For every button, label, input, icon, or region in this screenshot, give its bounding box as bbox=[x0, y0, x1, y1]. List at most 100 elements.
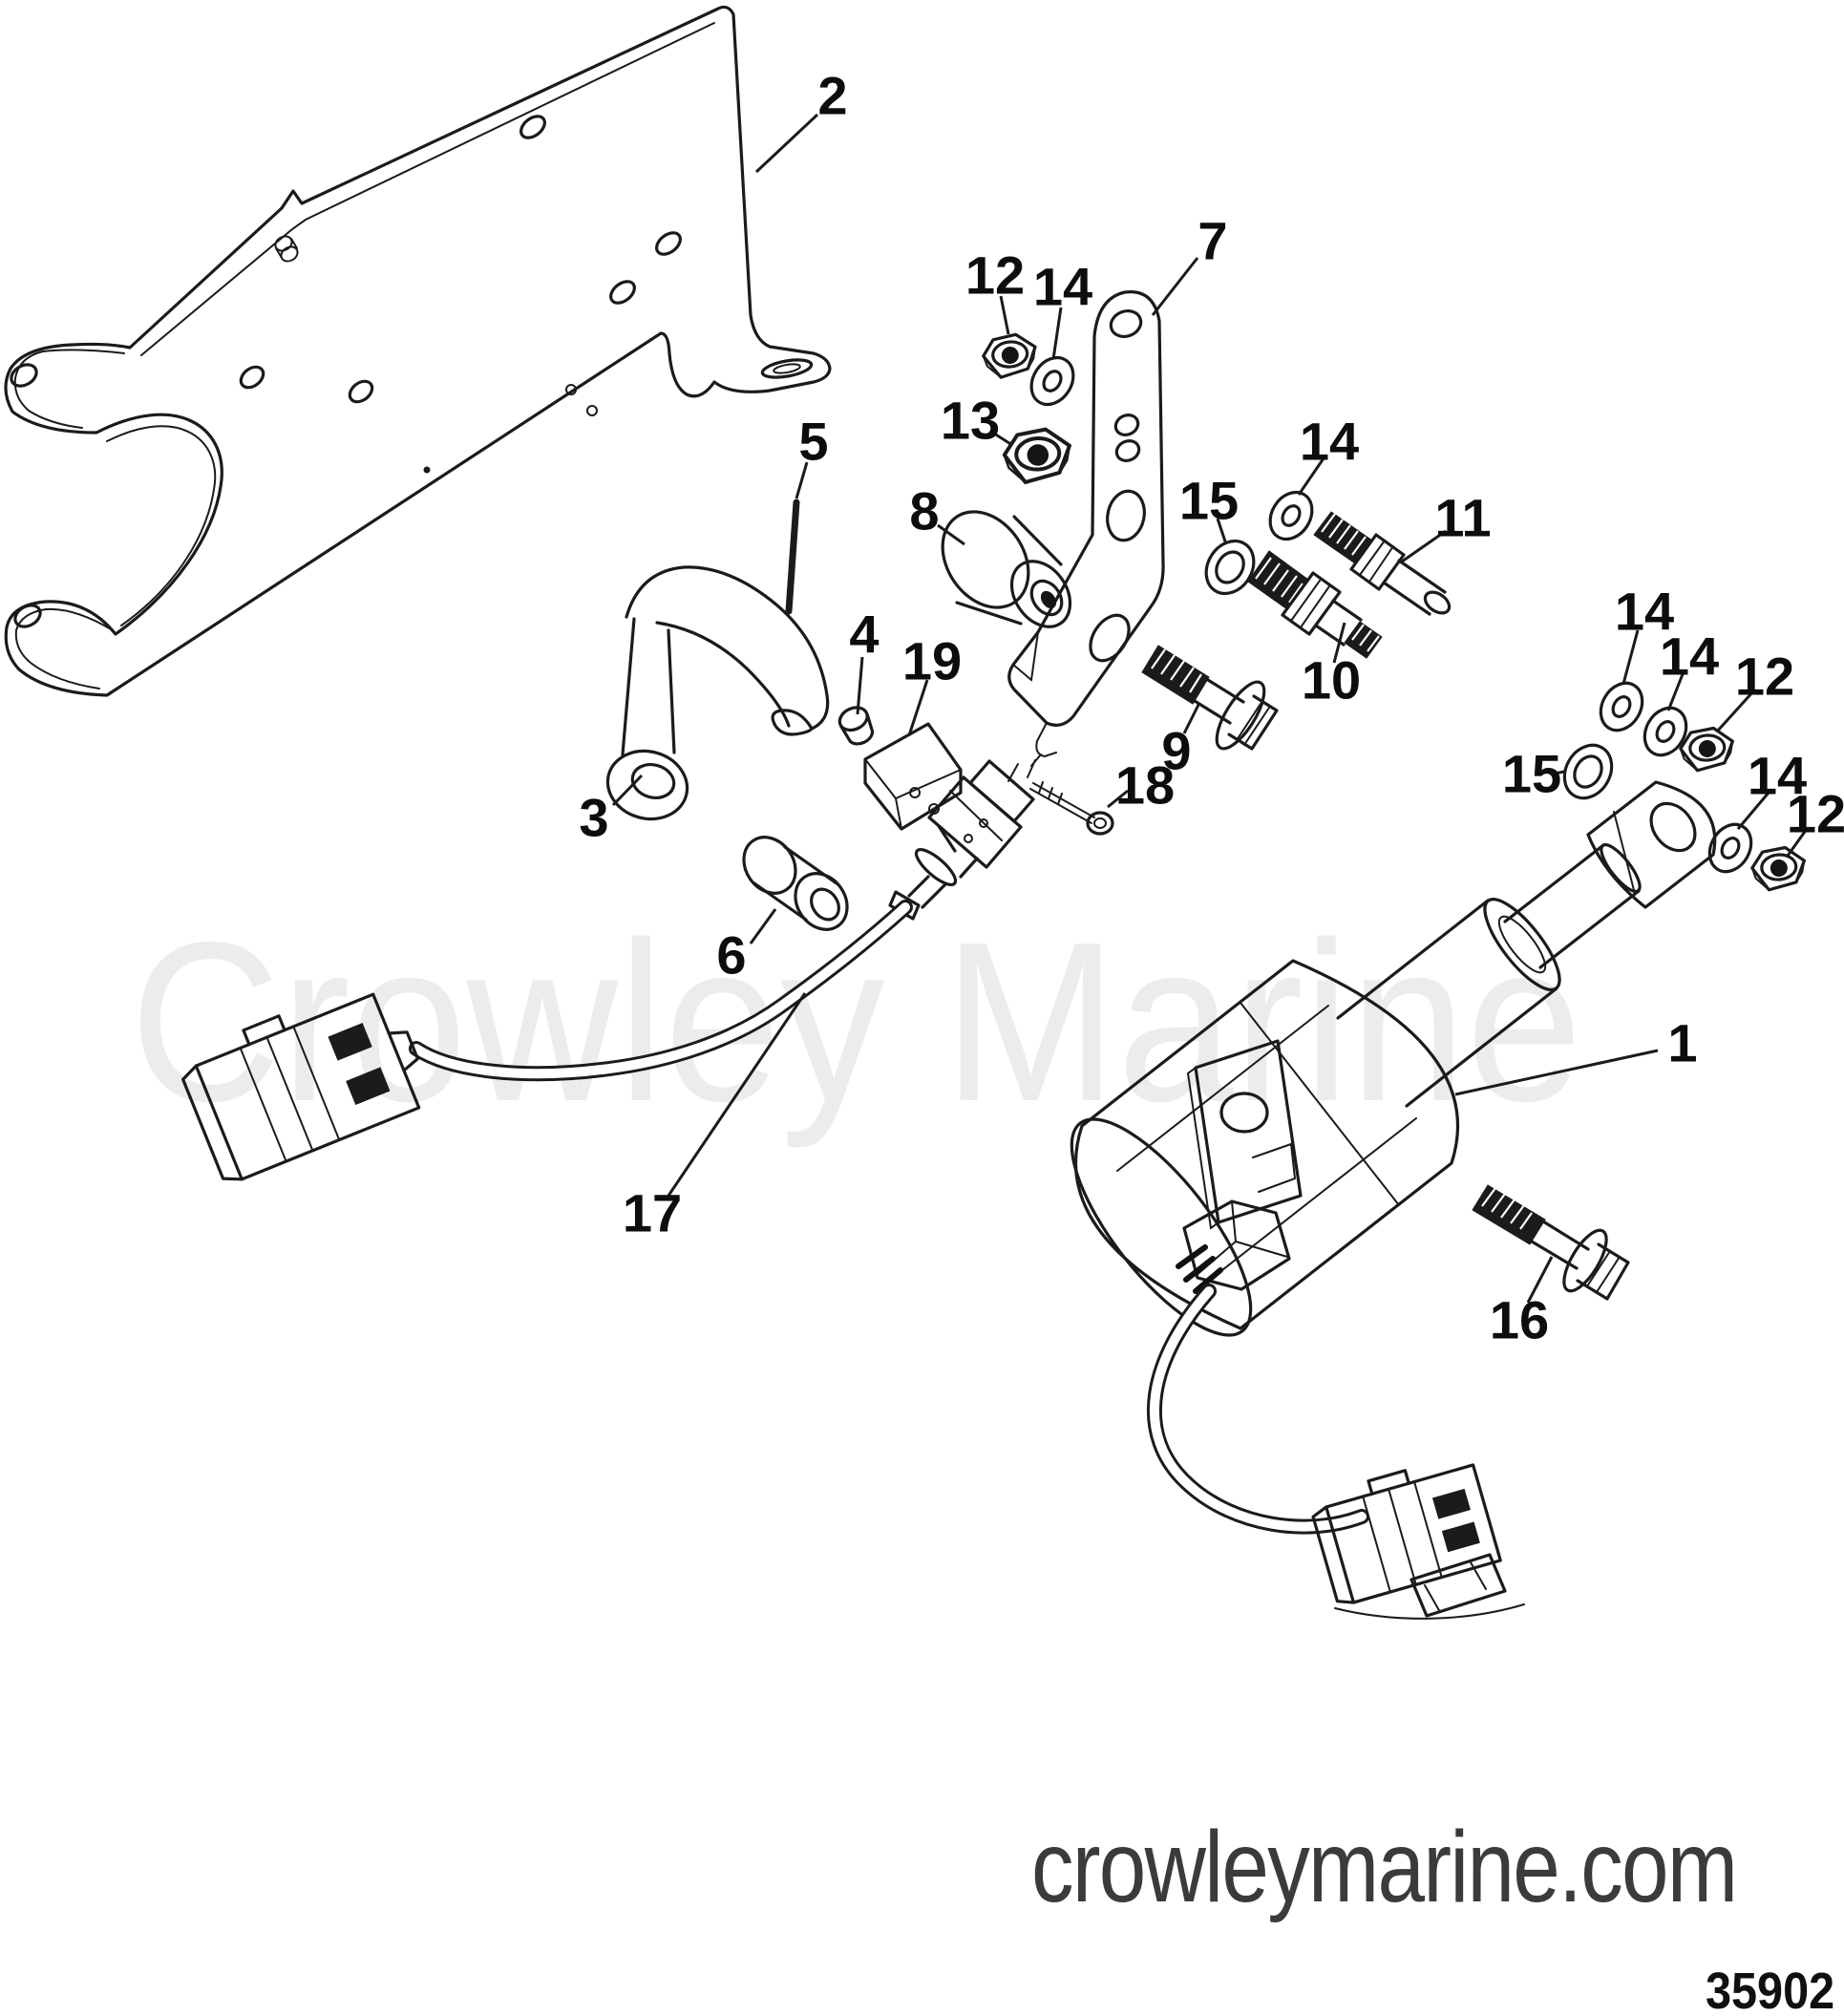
leader-line-12 bbox=[1786, 828, 1809, 857]
plate-hole-small bbox=[565, 384, 577, 395]
callout-2: 2 bbox=[817, 66, 847, 126]
plate-slot bbox=[760, 358, 814, 379]
arm-hole bbox=[1114, 439, 1141, 462]
lever-ring-hole bbox=[630, 763, 676, 799]
actuator-body bbox=[1073, 959, 1460, 1330]
lever-ring bbox=[605, 749, 689, 821]
callout-14: 14 bbox=[1615, 582, 1674, 642]
callout-1: 1 bbox=[1667, 1013, 1697, 1073]
plate-hole bbox=[609, 280, 636, 305]
leader-line-18 bbox=[1107, 789, 1129, 809]
actuator-rod bbox=[1503, 843, 1641, 969]
stud-11 bbox=[1313, 511, 1452, 616]
actuator-cable bbox=[1146, 1284, 1525, 1620]
leader-line-14 bbox=[1621, 629, 1640, 685]
actuator-end-face bbox=[1070, 1117, 1253, 1337]
callout-16: 16 bbox=[1490, 1290, 1549, 1350]
actuator-hex-fitting bbox=[1176, 1199, 1291, 1294]
rubber-bushing bbox=[941, 510, 1072, 628]
switch-block bbox=[863, 722, 963, 831]
callout-layer: 1234567891011121212131414141414151516171… bbox=[579, 66, 1844, 1350]
leader-line-9 bbox=[1182, 702, 1201, 734]
leader-line-11 bbox=[1401, 529, 1447, 563]
leader-line-1 bbox=[1454, 1049, 1659, 1096]
callout-18: 18 bbox=[1115, 755, 1175, 816]
rod-clevis bbox=[1586, 780, 1717, 909]
cable-crimp bbox=[888, 890, 921, 921]
stud-10 bbox=[1247, 550, 1383, 659]
cutout-switch bbox=[888, 759, 1036, 921]
plate-pin-peg bbox=[274, 235, 299, 263]
callout-6: 6 bbox=[716, 925, 746, 986]
arm-hole bbox=[1113, 414, 1140, 436]
leader-line-13 bbox=[990, 430, 1013, 447]
leader-line-14 bbox=[1666, 673, 1685, 711]
callout-11: 11 bbox=[1434, 488, 1491, 548]
plate-lobe-hole bbox=[13, 604, 42, 628]
locknut-12 bbox=[1749, 844, 1808, 893]
shift-lever-bracket bbox=[605, 565, 830, 821]
callout-15: 15 bbox=[1502, 744, 1561, 804]
leader-line-6 bbox=[749, 908, 777, 944]
callout-12: 12 bbox=[1735, 647, 1794, 707]
actuator-lever-arm bbox=[1007, 289, 1165, 767]
leader-line-14 bbox=[1051, 307, 1063, 360]
locknut-12 bbox=[1677, 725, 1736, 774]
leader-line-5 bbox=[795, 461, 809, 499]
washer-15 bbox=[1195, 530, 1265, 605]
clip-wire bbox=[1334, 1603, 1525, 1620]
spacer-bushing bbox=[742, 836, 849, 931]
callout-15: 15 bbox=[1179, 471, 1239, 531]
callout-5: 5 bbox=[798, 412, 828, 472]
plate-hole-small bbox=[586, 405, 598, 416]
plate-thickness-edge bbox=[140, 22, 715, 356]
callout-17: 17 bbox=[623, 1183, 682, 1243]
locknut-12 bbox=[980, 330, 1040, 381]
callout-14: 14 bbox=[1748, 746, 1807, 806]
callout-12: 12 bbox=[1787, 784, 1844, 844]
leader-line-14 bbox=[1297, 457, 1325, 496]
arm-hole bbox=[1109, 309, 1143, 338]
clevis-hole bbox=[1649, 801, 1697, 853]
plate-hole bbox=[655, 231, 682, 256]
leader-line-3 bbox=[611, 774, 644, 807]
screw-18 bbox=[1029, 781, 1114, 836]
plate-hole bbox=[519, 115, 546, 139]
cable-connector bbox=[181, 992, 421, 1181]
plate-lobe-hole bbox=[10, 363, 38, 388]
leader-line-15 bbox=[1554, 770, 1565, 775]
mounting-plate bbox=[4, 5, 832, 697]
footer-url: crowleymarine.com bbox=[1031, 1811, 1738, 1923]
plate-hole bbox=[348, 379, 374, 404]
callout-3: 3 bbox=[579, 788, 608, 848]
leader-line-2 bbox=[754, 113, 819, 174]
drawing-number: 35902 bbox=[1706, 1963, 1835, 2016]
arm-slot bbox=[1106, 489, 1146, 542]
plate-hole bbox=[239, 365, 265, 390]
leader-line-7 bbox=[1151, 257, 1199, 316]
ram-tube bbox=[1336, 899, 1558, 1108]
flange-bolt-9 bbox=[1141, 645, 1279, 751]
leader-line-12 bbox=[999, 295, 1010, 335]
leader-line-8 bbox=[937, 523, 965, 546]
washer-14 bbox=[1591, 673, 1652, 740]
callout-13: 13 bbox=[941, 391, 1000, 451]
flange-bolt-16 bbox=[1472, 1184, 1630, 1301]
callout-14: 14 bbox=[1033, 257, 1092, 317]
leader-line-12 bbox=[1715, 690, 1755, 733]
leader-line-4 bbox=[856, 656, 864, 715]
leader-line-15 bbox=[1216, 518, 1228, 545]
washer-14 bbox=[1260, 482, 1323, 549]
leader-line-14 bbox=[1736, 792, 1770, 830]
stray-dot bbox=[423, 466, 431, 474]
locknut-13 bbox=[1001, 425, 1074, 486]
leader-line-10 bbox=[1332, 622, 1346, 664]
cable-connector bbox=[1311, 1463, 1502, 1604]
callout-9: 9 bbox=[1161, 721, 1191, 781]
callout-12: 12 bbox=[965, 245, 1025, 306]
leader-line-17 bbox=[667, 992, 807, 1197]
callout-10: 10 bbox=[1302, 650, 1361, 711]
small-pin bbox=[837, 706, 875, 746]
